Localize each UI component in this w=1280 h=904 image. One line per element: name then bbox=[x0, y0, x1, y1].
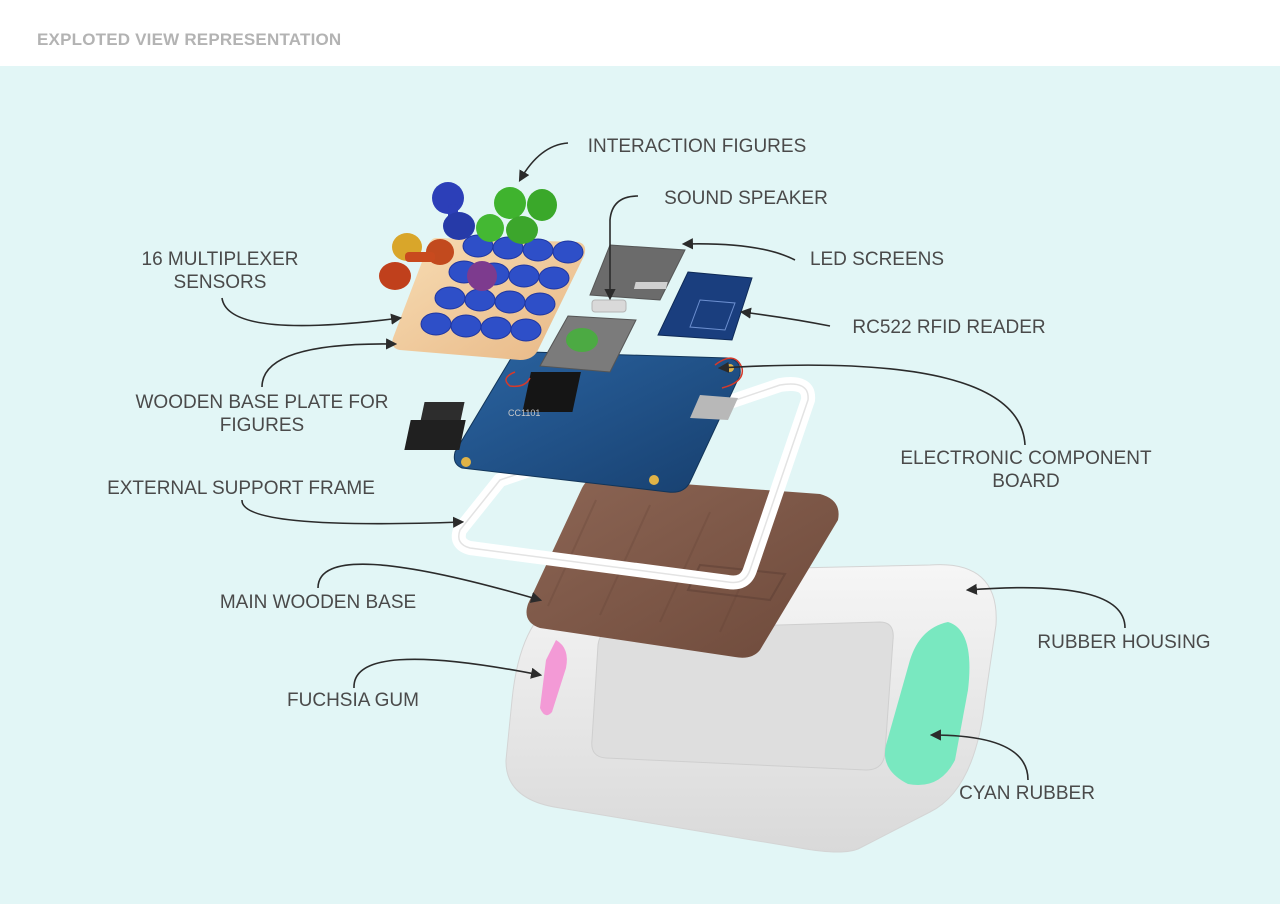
arrow-fuchsia-gum bbox=[353, 658, 543, 689]
sensor-button bbox=[524, 292, 556, 316]
figure-green bbox=[476, 187, 557, 244]
fuchsia-gum bbox=[540, 640, 567, 716]
rc522-rfid-reader bbox=[633, 271, 753, 341]
sensor-button bbox=[434, 286, 466, 310]
callout-arrows bbox=[221, 142, 1126, 781]
sensor-button bbox=[552, 240, 584, 264]
label-wooden-plate-line2: FIGURES bbox=[219, 415, 305, 436]
figure-blue bbox=[432, 182, 475, 240]
page-title: EXPLOTED VIEW REPRESENTATION bbox=[37, 30, 342, 49]
figure-red-yellow bbox=[379, 233, 454, 290]
arrow-electronic-board bbox=[717, 361, 1026, 446]
header-bar: EXPLOTED VIEW REPRESENTATION bbox=[0, 0, 1280, 66]
sound-speaker bbox=[591, 299, 627, 313]
sensor-button bbox=[508, 264, 540, 288]
label-cyan-rubber: CYAN RUBBER bbox=[959, 783, 1095, 804]
label-support-frame: EXTERNAL SUPPORT FRAME bbox=[107, 478, 375, 499]
arrow-support-frame bbox=[241, 499, 465, 528]
label-wooden-plate-line1: WOODEN BASE PLATE FOR bbox=[135, 392, 389, 413]
arrow-main-base bbox=[317, 563, 543, 603]
sensor-button bbox=[450, 314, 482, 338]
label-rubber-housing: RUBBER HOUSING bbox=[1037, 632, 1211, 653]
label-multiplexer-sensors: 16 MULTIPLEXER SENSORS bbox=[142, 248, 299, 294]
sensor-button bbox=[510, 318, 542, 342]
sensor-button bbox=[538, 266, 570, 290]
arrow-sound-speaker bbox=[604, 195, 639, 301]
label-electronic-line2: BOARD bbox=[992, 471, 1060, 492]
arrow-multiplexer bbox=[221, 297, 403, 327]
electronic-component-board: CC1101 bbox=[404, 351, 744, 493]
sensor-button bbox=[480, 316, 512, 340]
label-fuchsia-gum: FUCHSIA GUM bbox=[287, 690, 419, 711]
arrow-rubber-housing bbox=[965, 583, 1126, 629]
label-wooden-base-plate: WOODEN BASE PLATE FOR FIGURES bbox=[135, 391, 388, 437]
interaction-figures bbox=[379, 182, 557, 291]
sensor-button bbox=[494, 290, 526, 314]
label-multiplexer-line1: 16 MULTIPLEXER bbox=[141, 249, 299, 270]
label-led-screens: LED SCREENS bbox=[809, 249, 945, 270]
arrow-interaction-figures bbox=[518, 142, 569, 182]
arrow-wooden-plate bbox=[261, 338, 398, 388]
label-multiplexer-line2: SENSORS bbox=[173, 272, 267, 293]
arrow-cyan-rubber bbox=[929, 729, 1029, 781]
label-electronic-board: ELECTRONIC COMPONENT BOARD bbox=[900, 447, 1151, 493]
pcb-chip-label: CC1101 bbox=[508, 408, 540, 418]
label-sound-speaker: SOUND SPEAKER bbox=[664, 188, 828, 209]
label-main-wooden-base: MAIN WOODEN BASE bbox=[219, 592, 417, 613]
cyan-rubber bbox=[884, 622, 970, 785]
arrow-led-screens bbox=[681, 238, 796, 261]
label-rfid-reader: RC522 RFID READER bbox=[852, 317, 1046, 338]
sensor-button bbox=[464, 288, 496, 312]
label-electronic-line1: ELECTRONIC COMPONENT bbox=[900, 448, 1152, 469]
sensor-button bbox=[420, 312, 452, 336]
external-support-frame bbox=[451, 377, 816, 590]
label-interaction-figures: INTERACTION FIGURES bbox=[587, 136, 807, 157]
arrow-rfid-reader bbox=[739, 307, 831, 327]
figure-purple bbox=[467, 261, 497, 291]
